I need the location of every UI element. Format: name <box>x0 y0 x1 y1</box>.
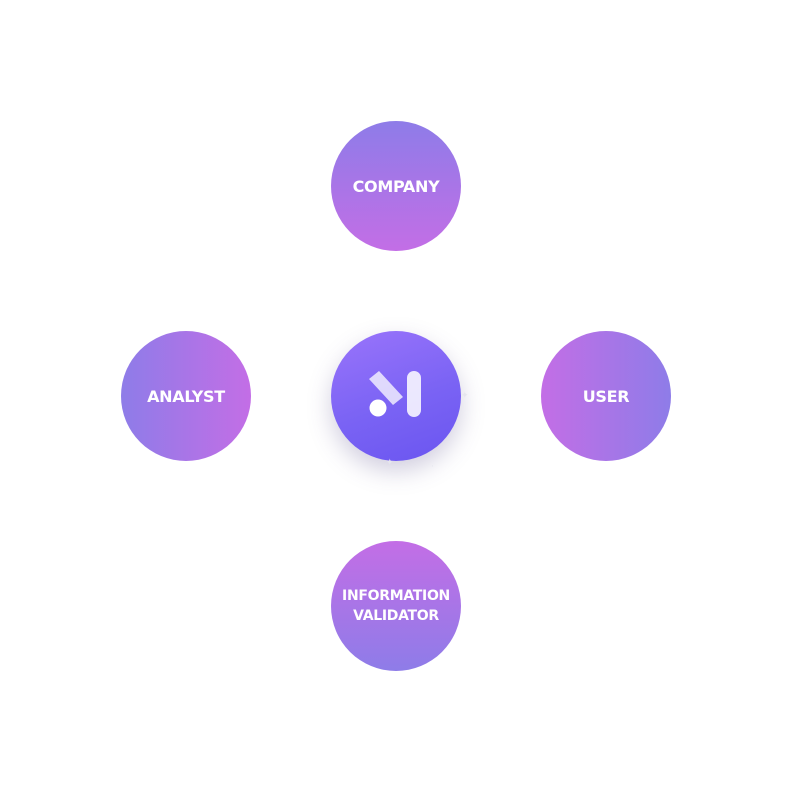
node-analyst: ANALYST <box>121 331 251 461</box>
m-logo-icon <box>369 371 421 417</box>
sparkle-decoration: ✦ <box>386 458 394 468</box>
sparkle-decoration: · <box>431 462 434 472</box>
node-company-label: COMPANY <box>352 176 440 196</box>
sparkle-decoration: ✦ <box>461 391 469 401</box>
node-company: COMPANY <box>331 121 461 251</box>
node-user-label: USER <box>582 386 630 406</box>
node-user: USER <box>541 331 671 461</box>
center-hub <box>331 331 461 461</box>
node-validator: INFORMATION VALIDATOR <box>331 541 461 671</box>
node-validator-label: INFORMATION VALIDATOR <box>342 588 450 624</box>
node-analyst-label: ANALYST <box>147 386 225 406</box>
